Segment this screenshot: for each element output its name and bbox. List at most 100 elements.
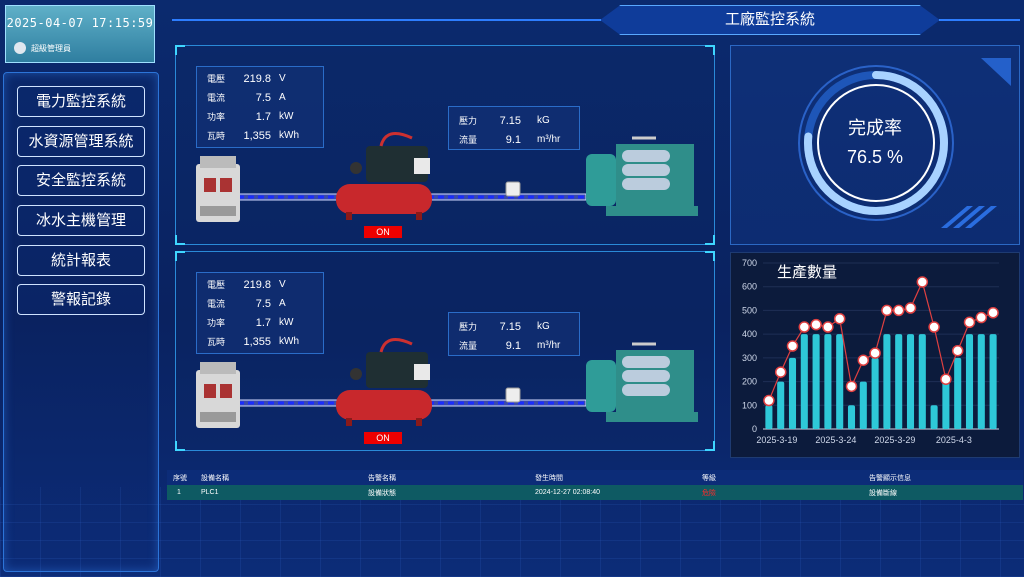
nav-power[interactable]: 電力監控系統 — [17, 86, 145, 117]
line-point — [940, 373, 952, 385]
reading-label: 電流 — [207, 93, 226, 103]
page-title: 工廠監控系統 — [600, 5, 940, 35]
reading-label: 瓦時 — [207, 131, 226, 141]
nav-water[interactable]: 水資源管理系統 — [17, 126, 145, 157]
compressor-icon — [336, 338, 432, 426]
x-tick-label: 2025-4-3 — [936, 435, 972, 445]
bar — [871, 357, 879, 429]
reading-label: 瓦時 — [207, 337, 226, 347]
col-device: 設備名稱 — [201, 474, 229, 482]
floor-grid — [0, 487, 1024, 577]
equipment-diagram — [196, 132, 698, 222]
reading-row: 流量 9.1 m³/hr — [449, 336, 579, 355]
reading-value: 1,355 — [243, 129, 271, 142]
reading-unit: m³/hr — [537, 340, 561, 351]
line-point — [774, 366, 787, 378]
x-tick-label: 2025-3-24 — [815, 435, 856, 445]
reading-label: 功率 — [207, 112, 226, 122]
alarm-table: 序號 設備名稱 告警名稱 發生時間 等級 告警顯示信息 1 PLC1 設備狀態 … — [167, 470, 1023, 500]
breaker-icon — [196, 156, 240, 222]
line-point — [822, 321, 834, 333]
reading-value: 219.8 — [243, 72, 271, 85]
line-point — [798, 321, 811, 333]
line-point — [869, 347, 881, 359]
bar — [812, 334, 820, 429]
line-point — [916, 276, 929, 288]
user-name: 超級管理員 — [31, 43, 71, 53]
reading-label: 電流 — [207, 299, 226, 309]
x-tick-label: 2025-3-29 — [874, 435, 915, 445]
table-header: 序號 設備名稱 告警名稱 發生時間 等級 告警顯示信息 — [167, 470, 1023, 485]
y-tick-label: 700 — [742, 258, 757, 268]
cell-level: 危險 — [702, 489, 716, 497]
line-point — [786, 340, 799, 352]
bar — [836, 334, 844, 429]
cell-alarm: 設備狀態 — [368, 489, 396, 497]
y-tick-label: 100 — [742, 400, 757, 410]
line-point — [833, 312, 846, 325]
reading-value: 9.1 — [505, 339, 521, 352]
bar — [800, 334, 808, 429]
reading-unit: V — [279, 73, 286, 84]
reading-unit: kWh — [279, 130, 299, 141]
nav-chiller[interactable]: 冰水主機管理 — [17, 205, 145, 236]
reading-unit: kG — [537, 321, 550, 332]
reading-value: 1.7 — [255, 110, 271, 123]
cell-index: 1 — [177, 489, 181, 496]
bar — [930, 405, 938, 429]
nav-alarms[interactable]: 警報記錄 — [17, 284, 145, 315]
reading-unit: kW — [279, 317, 294, 328]
equipment-diagram — [196, 338, 698, 428]
y-tick-label: 500 — [742, 305, 757, 315]
line-point — [951, 344, 964, 357]
reading-label: 電壓 — [207, 280, 226, 290]
valve-icon — [505, 387, 521, 403]
bar — [965, 334, 974, 429]
reading-value: 219.8 — [243, 278, 271, 291]
reading-label: 功率 — [207, 318, 226, 328]
reading-unit: kG — [537, 115, 550, 126]
cell-message: 設備斷線 — [869, 489, 897, 497]
col-time: 發生時間 — [535, 474, 563, 482]
reading-label: 電壓 — [207, 74, 226, 84]
reading-label: 流量 — [459, 135, 478, 145]
bar — [765, 405, 773, 429]
reading-unit: m³/hr — [537, 134, 561, 145]
avatar — [14, 42, 26, 54]
line-point — [928, 321, 940, 333]
cell-time: 2024-12-27 02:08:40 — [535, 489, 600, 496]
nav-reports[interactable]: 統計報表 — [17, 245, 145, 276]
bar — [777, 381, 785, 429]
chart-title: 生產數量 — [777, 264, 837, 281]
valve-icon — [505, 181, 521, 197]
reading-unit: V — [279, 279, 286, 290]
bar — [883, 334, 891, 429]
col-level: 等級 — [702, 474, 716, 482]
bar — [824, 334, 832, 429]
reading-label: 壓力 — [459, 116, 478, 126]
breaker-icon — [196, 362, 240, 428]
bar — [906, 334, 915, 429]
sidebar-nav: 電力監控系統 水資源管理系統 安全監控系統 冰水主機管理 統計報表 警報記錄 — [3, 72, 159, 572]
reading-label: 流量 — [459, 341, 478, 351]
reading-value: 7.5 — [255, 297, 271, 310]
table-row[interactable]: 1 PLC1 設備狀態 2024-12-27 02:08:40 危險 設備斷線 — [167, 485, 1023, 500]
reading-row: 電壓 219.8 V — [197, 275, 323, 294]
machine-icon — [586, 342, 698, 422]
y-tick-label: 600 — [742, 282, 757, 292]
completion-label: 完成率 — [848, 118, 902, 138]
bar — [895, 334, 903, 429]
user-info[interactable]: 超級管理員 — [14, 42, 71, 54]
nav-safety[interactable]: 安全監控系統 — [17, 165, 145, 196]
clock-panel: 2025-04-07 17:15:59 超級管理員 — [5, 5, 155, 63]
